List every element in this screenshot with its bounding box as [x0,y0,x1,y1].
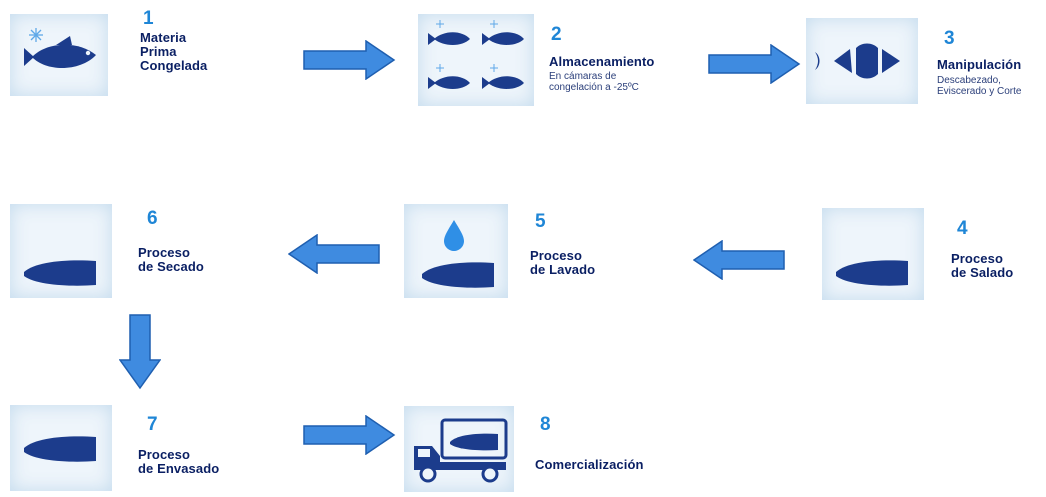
step-2-tile [418,14,534,106]
step-1-title-line: Congelada [140,58,208,73]
step-6-tile [10,204,112,298]
step-4-number: 4 [957,218,968,239]
step-2-subtitle-line: En cámaras de [549,71,617,82]
step-5-title-line: de Lavado [530,262,596,277]
step-1-title-line: Prima [140,44,177,59]
step-5-title: Proceso de Lavado [530,249,595,277]
step-7-title-line: de Envasado [138,461,220,476]
step-6-title: Proceso de Secado [138,246,204,274]
step-6-number: 6 [147,208,158,229]
step-8-tile [404,406,514,492]
step-2-title-line: Almacenamiento [549,54,655,69]
step-3-subtitle-line: Eviscerado y Corte [937,86,1022,97]
step-5-tile [404,204,508,298]
step-6-title-line: Proceso [138,245,191,260]
step-2-number: 2 [551,24,562,45]
water-drop-fillet-icon [422,220,494,288]
step-6-title-line: de Secado [138,259,204,274]
step-7-number: 7 [147,414,158,435]
step-5-number: 5 [535,211,546,232]
step-8-title: Comercialización [535,458,644,472]
step-1-tile [10,14,108,96]
arrow-left-icon [288,234,380,274]
step-4-tile [822,208,924,300]
step-8-number: 8 [540,414,551,435]
step-4-title-line: de Salado [951,265,1014,280]
step-3-tile [806,18,918,104]
step-3-title: Manipulación [937,58,1021,72]
step-1-title-line: Materia [140,30,187,45]
step-8-title-line: Comercialización [535,457,644,472]
arrow-right-icon [303,40,396,80]
arrow-left-icon [693,240,785,280]
arrow-right-icon [708,44,801,84]
step-1-title: Materia Prima Congelada [140,31,207,73]
step-3-subtitle-line: Descabezado, [937,75,1001,86]
step-7-tile [10,405,112,491]
step-1-number: 1 [143,8,154,29]
delivery-truck-icon [414,418,508,483]
fish-group-icon [428,20,524,89]
step-4-title: Proceso de Salado [951,252,1013,280]
step-4-title-line: Proceso [951,251,1004,266]
step-2-title: Almacenamiento [549,55,654,69]
step-3-title-line: Manipulación [937,57,1022,72]
arrow-down-icon [119,314,161,390]
step-3-subtitle: Descabezado, Eviscerado y Corte [937,75,1021,97]
step-7-title-line: Proceso [138,447,191,462]
fish-fillet-icon [836,260,908,286]
step-2-subtitle: En cámaras de congelación a -25ºC [549,71,639,93]
step-3-number: 3 [944,28,955,49]
arrow-right-icon [303,415,396,455]
step-5-title-line: Proceso [530,248,583,263]
fish-fillet-icon [24,436,96,462]
frozen-fish-icon [24,28,96,69]
step-2-subtitle-line: congelación a -25ºC [549,82,639,93]
step-7-title: Proceso de Envasado [138,448,219,476]
fish-fillet-icon [24,260,96,286]
cut-fish-icon [815,43,900,79]
